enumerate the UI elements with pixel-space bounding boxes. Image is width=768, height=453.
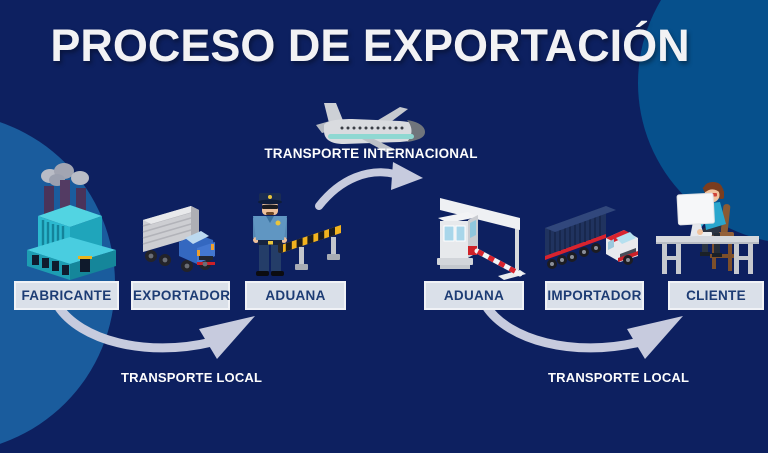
container-truck-icon: [540, 198, 650, 280]
stage-label-cliente: CLIENTE: [668, 281, 764, 310]
caption-transporte-internacional: TRANSPORTE INTERNACIONAL: [264, 146, 478, 161]
toll-gate-icon: [432, 190, 529, 285]
stage-label-aduana-salida: ADUANA: [245, 281, 346, 310]
page-title: PROCESO DE EXPORTACIÓN: [50, 20, 690, 71]
curved-arrow-international-icon: [313, 162, 428, 210]
stage-label-aduana-entrada: ADUANA: [424, 281, 524, 310]
caption-transporte-local-right: TRANSPORTE LOCAL: [548, 370, 690, 385]
caption-transporte-local-left: TRANSPORTE LOCAL: [121, 370, 263, 385]
curved-arrow-local-right-icon: [478, 302, 693, 364]
stage-label-importador: IMPORTADOR: [545, 281, 644, 310]
factory-icon: [24, 160, 119, 285]
customer-desk-icon: [656, 178, 761, 278]
airplane-icon: [312, 97, 427, 155]
stage-label-fabricante: FABRICANTE: [14, 281, 119, 310]
customs-officer-icon: [247, 185, 347, 281]
curved-arrow-local-left-icon: [50, 302, 265, 364]
stage-label-exportador: EXPORTADOR: [131, 281, 230, 310]
delivery-truck-icon: [139, 200, 224, 272]
